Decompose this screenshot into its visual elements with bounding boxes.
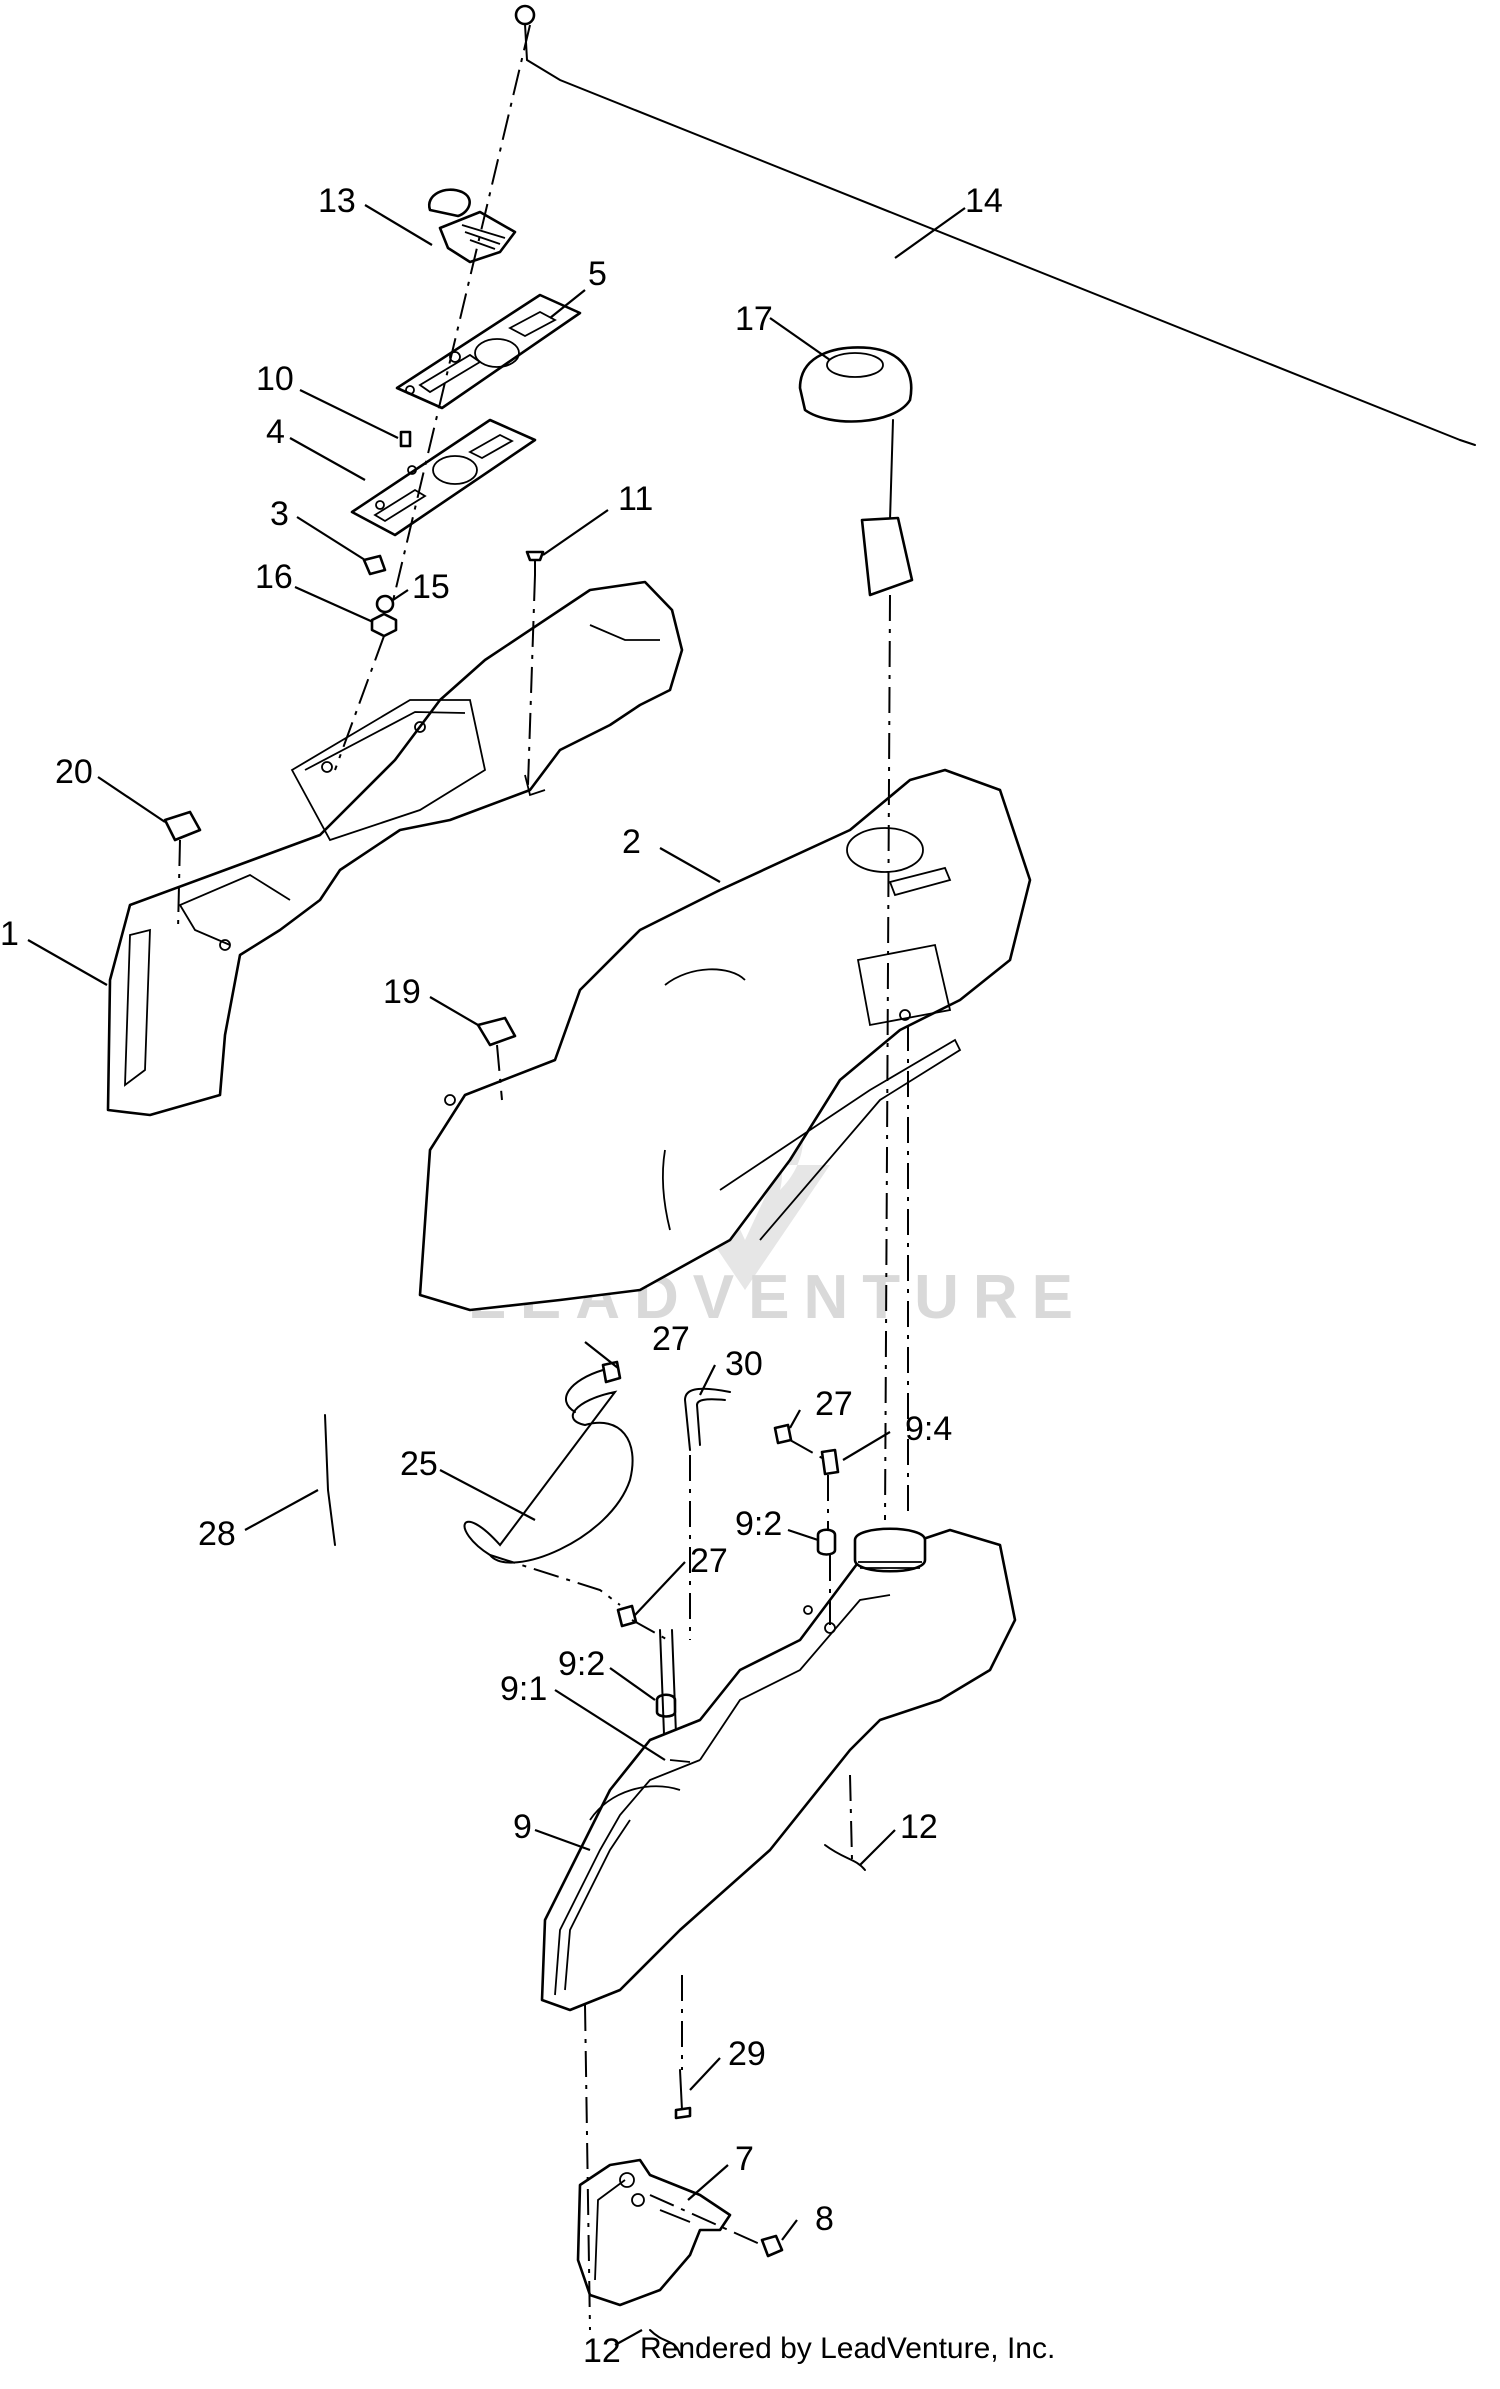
part-29-stud (674, 2069, 692, 2120)
callout-12a: 12 (900, 1808, 938, 1846)
part-2-fender (418, 768, 1032, 1312)
callout-13: 13 (318, 182, 356, 220)
part-28-strap (324, 1414, 336, 1546)
callout-19: 19 (383, 973, 421, 1011)
callout-12b: 12 (583, 2332, 621, 2370)
callout-2: 2 (622, 823, 641, 861)
callout-5: 5 (588, 255, 607, 293)
callout-16: 16 (255, 558, 293, 596)
part-4-lower-plate (350, 418, 537, 537)
part-9-fuel-tank (540, 1527, 1017, 2012)
callout-30: 30 (725, 1345, 763, 1383)
callout-27c: 27 (690, 1542, 728, 1580)
callout-9-4: 9:4 (905, 1410, 952, 1448)
callout-9-2b: 9:2 (558, 1645, 605, 1683)
callout-11: 11 (618, 480, 653, 518)
part-5-upper-plate (395, 293, 582, 410)
callout-17: 17 (735, 300, 773, 338)
callout-10: 10 (256, 360, 294, 398)
callout-9: 9 (513, 1808, 532, 1846)
callouts: 13 14 5 17 10 4 3 11 16 15 20 1 2 19 27 … (0, 182, 1003, 2370)
callout-27b: 27 (815, 1385, 853, 1423)
callout-9-2a: 9:2 (735, 1505, 782, 1543)
callout-8: 8 (815, 2200, 834, 2238)
part-12-clip-upper (824, 1844, 866, 1871)
callout-1: 1 (0, 915, 19, 953)
part-19-cap (476, 1016, 517, 1047)
callout-29: 29 (728, 2035, 766, 2073)
hoses (463, 1360, 793, 1628)
part-12-clip-lower (649, 2329, 681, 2356)
footer-credit: Rendered by LeadVenture, Inc. (640, 2332, 1055, 2365)
part-8-bolt (760, 2234, 784, 2258)
callout-28: 28 (198, 1515, 236, 1553)
leader-lines (27, 204, 966, 2346)
callout-20: 20 (55, 753, 93, 791)
callout-3: 3 (270, 495, 289, 533)
part-14-rod (514, 4, 1476, 446)
part-1-console-body (106, 580, 684, 1117)
part-17-fuel-cap (798, 346, 914, 597)
callout-15: 15 (412, 568, 450, 606)
callout-7: 7 (735, 2140, 754, 2178)
part-13-lever (427, 188, 517, 264)
callout-9-1: 9:1 (500, 1670, 547, 1708)
part-20-cap (163, 810, 202, 842)
callout-14: 14 (965, 182, 1003, 220)
hardware-small (362, 430, 545, 638)
callout-27a: 27 (652, 1320, 690, 1358)
assembly-lines (177, 24, 909, 2331)
callout-25: 25 (400, 1445, 438, 1483)
callout-4: 4 (266, 413, 285, 451)
